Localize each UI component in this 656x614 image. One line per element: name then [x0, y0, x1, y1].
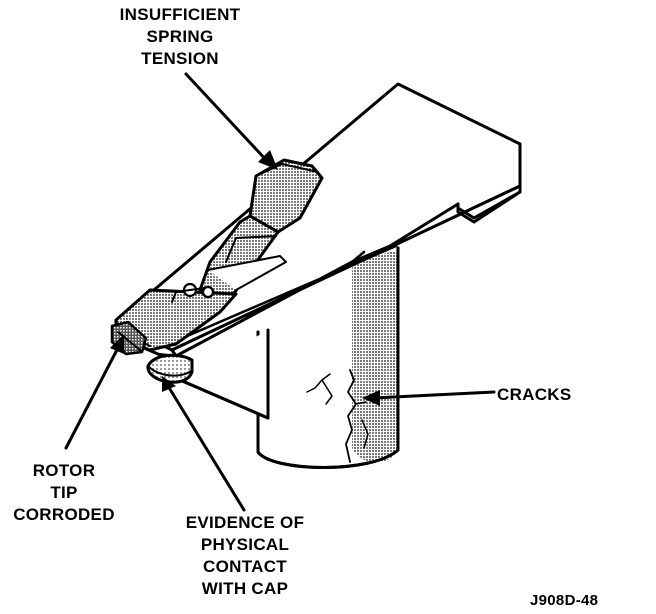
leader-lines [64, 72, 496, 512]
spring-clip [198, 158, 324, 298]
label-contact-line-3: CONTACT [203, 557, 287, 576]
label-spring-line-1: INSUFFICIENT [119, 5, 241, 24]
label-rotor-tip-corroded: ROTOR TIP CORRODED [0, 460, 128, 526]
arrowheads [110, 150, 380, 406]
contact-boss [146, 353, 194, 384]
label-spring-line-3: TENSION [141, 49, 219, 68]
label-spring-line-2: SPRING [146, 27, 214, 46]
figure-code: J908D-48 [530, 592, 599, 609]
rotor-base-plate [178, 328, 270, 420]
label-rotor-line-1: ROTOR [32, 461, 96, 480]
rotor-shaft [256, 246, 400, 469]
label-contact-line-2: PHYSICAL [200, 535, 290, 554]
label-rotor-line-3: CORRODED [13, 505, 115, 524]
label-insufficient-spring-tension: INSUFFICIENT SPRING TENSION [100, 4, 260, 70]
label-rotor-line-2: TIP [50, 483, 78, 502]
label-cracks: CRACKS [497, 385, 572, 404]
label-contact-line-1: EVIDENCE OF [185, 513, 305, 532]
label-contact-line-4: WITH CAP [201, 579, 289, 598]
label-evidence-of-contact: EVIDENCE OF PHYSICAL CONTACT WITH CAP [170, 512, 320, 600]
